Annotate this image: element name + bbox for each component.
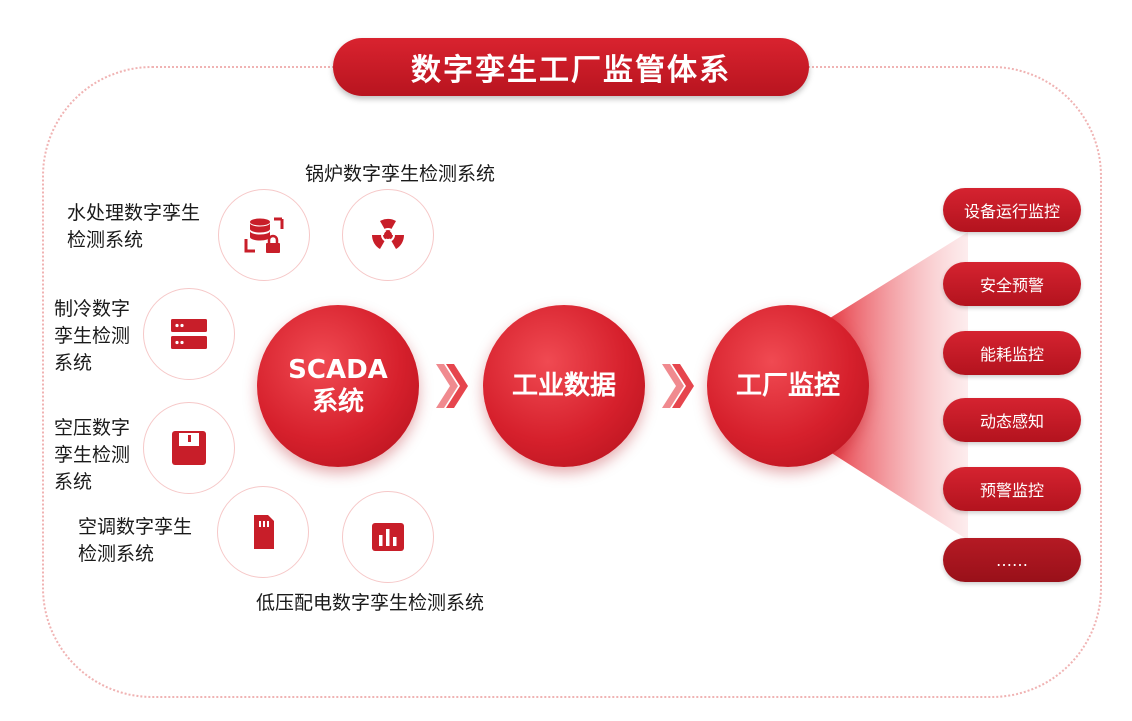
cooling-system-label: 制冷数字 孪生检测 系统 bbox=[54, 298, 131, 374]
factory-monitor-node: 工厂监控 bbox=[707, 305, 869, 467]
bar-chart-icon bbox=[342, 491, 434, 583]
flow-arrow-icon bbox=[662, 364, 694, 408]
database-icon bbox=[218, 189, 310, 281]
server-icon bbox=[143, 288, 235, 380]
air-conditioning-system-label: 空调数字孪生 检测系统 bbox=[78, 516, 193, 565]
boiler-system-label: 锅炉数字孪生检测系统 bbox=[305, 163, 496, 185]
radiation-icon bbox=[342, 189, 434, 281]
equipment-operation-monitor-pill: 设备运行监控 bbox=[943, 188, 1081, 232]
sd-card-icon bbox=[217, 486, 309, 578]
page-title: 数字孪生工厂监管体系 bbox=[333, 38, 809, 96]
warning-monitor-pill: 预警监控 bbox=[943, 467, 1081, 511]
safety-warning-pill: 安全预警 bbox=[943, 262, 1081, 306]
air-compressor-system-label: 空压数字 孪生检测 系统 bbox=[54, 417, 131, 493]
industrial-data-node: 工业数据 bbox=[483, 305, 645, 467]
water-system-label: 水处理数字孪生 检测系统 bbox=[67, 202, 201, 251]
power-distribution-system-label: 低压配电数字孪生检测系统 bbox=[256, 592, 485, 614]
energy-monitor-pill: 能耗监控 bbox=[943, 331, 1081, 375]
more-items-pill: …… bbox=[943, 538, 1081, 582]
scada-system-node: SCADA 系统 bbox=[257, 305, 419, 467]
floppy-disk-icon bbox=[143, 402, 235, 494]
flow-arrow-icon bbox=[436, 364, 468, 408]
dynamic-sensing-pill: 动态感知 bbox=[943, 398, 1081, 442]
